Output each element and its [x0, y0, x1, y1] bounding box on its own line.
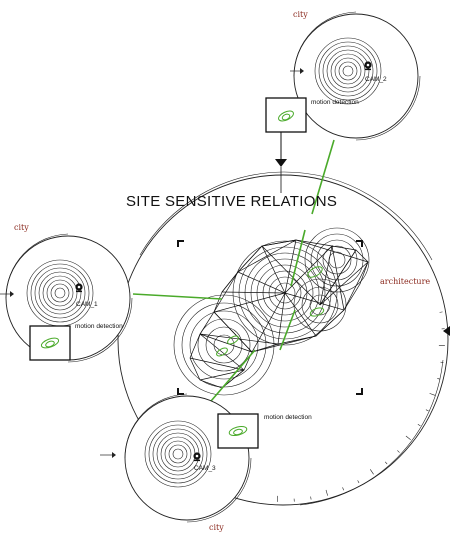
motion-detection-box-bottom [217, 413, 259, 449]
architecture-circle [117, 171, 450, 506]
motion-detection-box-left [29, 325, 71, 361]
motion-blob-icon [278, 110, 294, 122]
scale-tick [357, 480, 360, 484]
scale-tick [342, 487, 344, 491]
scale-ticks [277, 311, 445, 502]
scale-tick [397, 450, 400, 453]
corner-bracket-icon [177, 240, 363, 395]
scale-tick [405, 435, 411, 440]
motion-detection-box-top [265, 97, 307, 193]
scale-tick [417, 424, 421, 427]
motion-blob-icon [228, 425, 248, 437]
city-label-bottom: city [209, 523, 224, 532]
scale-tick [384, 461, 388, 465]
cam-3-label: CAM_3 [194, 465, 216, 472]
arrow-down-icon [275, 159, 287, 167]
scale-tick [437, 378, 441, 380]
motion-label-bottom: motion detection [264, 414, 312, 421]
triangulated-mesh [189, 239, 369, 389]
camera-icon [193, 452, 201, 462]
motion-label-left: motion detection [75, 323, 123, 330]
architecture-label: architecture [380, 277, 430, 286]
relation-links [132, 139, 335, 409]
motion-label-top: motion detection [311, 99, 359, 106]
diagram-title: SITE SENSITIVE RELATIONS [126, 193, 337, 210]
camera-icon [364, 61, 372, 71]
scale-tick [425, 409, 429, 412]
camera-icon [75, 283, 83, 293]
city-circle-top [290, 11, 421, 141]
scale-tick [429, 393, 436, 396]
city-circle-bottom [100, 393, 252, 523]
city-label-top: city [293, 10, 308, 19]
architecture-contours [173, 227, 370, 396]
motion-blob-icon [40, 337, 60, 349]
scale-tick [369, 469, 374, 475]
scale-tick [325, 489, 328, 496]
scale-tick [439, 311, 443, 313]
triangle-marker-icon [443, 326, 450, 336]
cam-1-label: CAM_1 [76, 301, 98, 308]
scale-tick [310, 496, 312, 500]
cam-2-label: CAM_2 [365, 76, 387, 83]
city-label-left: city [14, 223, 29, 232]
